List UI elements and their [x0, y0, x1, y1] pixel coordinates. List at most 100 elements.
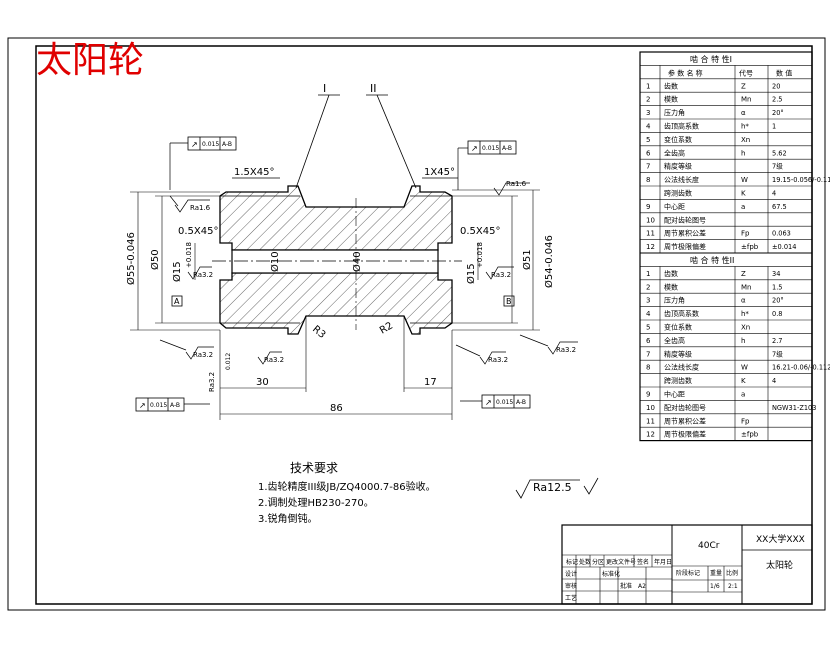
table2-row-5-col-1: 全齿高 [664, 336, 685, 345]
table1-row-11-col-3: 0.063 [772, 230, 791, 238]
table1-row-3-col-1: 齿顶高系数 [664, 122, 699, 131]
table2-row-3-col-0: 4 [646, 310, 651, 318]
table1-row-9-col-1: 中心距 [664, 202, 685, 211]
roughness-marks [159, 182, 578, 365]
dim-d15-right-tol: +0.018 [476, 242, 484, 268]
tolerance-2-value: 0.015 [482, 145, 499, 152]
dim-d15-tol: +0.018 [185, 242, 193, 268]
dim-d50: Ø50 [149, 249, 161, 270]
chamfer-right-inner: 0.5X45° [460, 226, 500, 237]
roughness-default: Ra12.5 [533, 481, 572, 494]
table1-row-10-col-0: 10 [646, 216, 655, 224]
tech-item-1: 1.齿轮精度III级JB/ZQ4000.7-86验收。 [258, 480, 436, 493]
table1-header-1: 参 数 名 称 [668, 68, 703, 77]
table2-row-2-col-2: α [741, 297, 746, 305]
table2-row-11-col-0: 11 [646, 417, 655, 425]
table2-row-9-col-0: 9 [646, 391, 650, 399]
table2-row-6-col-3: 7级 [772, 349, 783, 358]
tolerance-2-symbol: ↗ [471, 144, 478, 153]
table2-row-2-col-3: 20° [772, 297, 784, 305]
table1-row-5-col-0: 6 [646, 149, 651, 157]
dim-length-right: 17 [424, 377, 437, 388]
tolerance-4-datum: A-B [516, 399, 526, 406]
section-label-1: I [323, 82, 326, 95]
table1-row-5-col-2: h [741, 149, 745, 157]
dim-d54: Ø54-0.046 [543, 235, 555, 288]
tb-company: XX大学XXX [756, 533, 805, 545]
tech-item-3: 3.锐角倒钝。 [258, 512, 318, 525]
roughness-6: Ra3.2 [264, 356, 284, 364]
lower-section [219, 272, 453, 335]
tb-header-2: 处数 [579, 558, 591, 566]
table2-row-11-col-1: 周节累积公差 [664, 416, 706, 425]
roughness-1: Ra1.6 [190, 204, 211, 212]
tb-material: 40Cr [698, 541, 720, 551]
table2-row-4-col-0: 5 [646, 324, 650, 332]
table1-row-10-col-1: 配对齿轮图号 [664, 215, 706, 224]
table1-row-0-col-1: 齿数 [664, 81, 678, 90]
tolerance-frame-3 [135, 397, 210, 412]
dim-lines [130, 189, 540, 420]
dim-d10: Ø10 [269, 251, 281, 272]
tolerance-3-value: 0.015 [150, 402, 167, 409]
title-block [561, 524, 813, 605]
roughness-8: Ra3.2 [556, 346, 576, 354]
table1-row-3-col-3: 1 [772, 123, 776, 131]
chamfer-left-top: 1.5X45° [234, 167, 274, 178]
dim-d15: Ø15 [171, 261, 183, 282]
table2-row-7-col-1: 公法线长度 [664, 363, 699, 372]
table1-row-2-col-3: 20° [772, 109, 784, 117]
tb-label-weight: 重量 [710, 569, 722, 577]
table2-row-7-col-3: 16.21-0.06/-0.112 [772, 364, 830, 372]
table1-row-2-col-2: α [741, 109, 746, 117]
chamfer-right-top: 1X45° [424, 167, 455, 178]
fillet-left: R3 [310, 324, 327, 341]
tb-label-scale: 比例 [726, 569, 738, 577]
drawing-title: 太阳轮 [36, 40, 144, 81]
table2-row-3-col-3: 0.8 [772, 310, 783, 318]
table2-row-6-col-1: 精度等级 [664, 349, 692, 358]
tolerance-1-symbol: ↗ [191, 140, 198, 149]
table1-row-2-col-1: 压力角 [664, 108, 685, 117]
dim-outer-left: Ø55-0.046 [125, 232, 137, 285]
tb-header-6: 年月日 [654, 558, 672, 566]
tb-label-review: 审核 [565, 582, 577, 590]
bore [231, 249, 439, 274]
tolerance-3-datum: A-B [170, 402, 180, 409]
tb-label-stage: 阶段标记 [676, 569, 700, 577]
table1-row-2-col-0: 3 [646, 109, 650, 117]
tolerance-4-value: 0.015 [496, 399, 513, 406]
dim-length-left: 30 [256, 377, 269, 388]
tech-item-2: 2.调制处理HB230-270。 [258, 496, 374, 509]
table1-row-7-col-0: 8 [646, 176, 650, 184]
table1-row-1-col-3: 2.5 [772, 96, 783, 104]
table1-row-0-col-3: 20 [772, 82, 780, 90]
table1-row-4-col-1: 变位系数 [664, 135, 692, 144]
table1-row-9-col-2: a [741, 203, 745, 211]
table1-row-1-col-2: Mn [741, 96, 751, 104]
table1-row-12-col-3: ±0.014 [772, 243, 796, 251]
table1-row-7-col-2: W [741, 176, 748, 184]
outer-frame [7, 37, 826, 611]
table2-row-2-col-0: 3 [646, 297, 650, 305]
tb-weight: A2 [638, 583, 646, 590]
table1-row-1-col-1: 模数 [664, 95, 678, 104]
table1-row-7-col-1: 公法线长度 [664, 175, 699, 184]
table2-row-1-col-0: 2 [646, 283, 650, 291]
table1-row-0-col-2: Z [741, 82, 746, 90]
table1-row-6-col-0: 7 [646, 163, 650, 171]
tolerance-1-value: 0.015 [202, 141, 219, 148]
tb-header-1: 标记 [566, 558, 578, 566]
table2-row-0-col-0: 1 [646, 270, 650, 278]
tolerance-frame-2 [457, 140, 517, 190]
table2-row-7-col-2: W [741, 364, 748, 372]
table2-row-12-col-0: 12 [646, 431, 655, 439]
tb-label-standard: 标准化 [602, 570, 620, 578]
tb-part-name: 太阳轮 [766, 559, 793, 571]
table2-row-12-col-2: ±fpb [741, 431, 759, 439]
tolerance-1-datum: A-B [222, 141, 232, 148]
table2-row-10-col-0: 10 [646, 404, 655, 412]
table2-row-2-col-1: 压力角 [664, 296, 685, 305]
